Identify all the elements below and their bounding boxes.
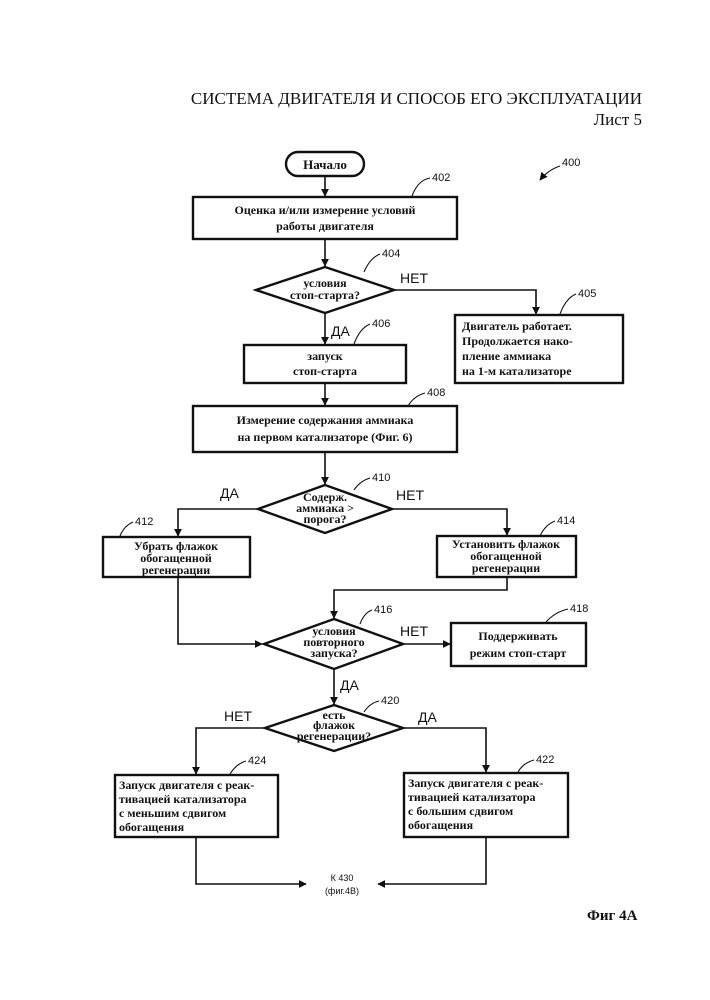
off-page-connector-430: К 430 (фиг.4B) bbox=[325, 873, 359, 896]
svg-text:Поддерживать: Поддерживать bbox=[478, 629, 558, 643]
ref-405: 405 bbox=[578, 288, 596, 300]
ref-416: 416 bbox=[374, 604, 392, 616]
leader-404 bbox=[364, 254, 380, 272]
leader-410 bbox=[354, 478, 370, 490]
svg-text:регенерации: регенерации bbox=[472, 561, 540, 575]
svg-text:Запуск двигателя с реак-: Запуск двигателя с реак- bbox=[119, 778, 254, 792]
arrow-424-430 bbox=[196, 837, 306, 884]
decision-404-stop-start: условия стоп-старта? bbox=[256, 267, 394, 313]
step-405-engine-running: Двигатель работает. Продолжается нако- п… bbox=[455, 315, 623, 383]
svg-text:Двигатель работает.: Двигатель работает. bbox=[462, 319, 572, 333]
arrow-414-416 bbox=[334, 577, 507, 618]
svg-text:работы двигателя: работы двигателя bbox=[276, 219, 374, 233]
leader-416 bbox=[360, 610, 372, 624]
arrow-420-424 bbox=[196, 728, 265, 774]
svg-text:тивацией катализатора: тивацией катализатора bbox=[408, 790, 536, 804]
label-416-yes: ДА bbox=[340, 677, 359, 693]
svg-text:запуск: запуск bbox=[307, 349, 343, 363]
svg-text:Запуск двигателя с реак-: Запуск двигателя с реак- bbox=[408, 776, 543, 790]
svg-text:(фиг.4B): (фиг.4B) bbox=[325, 886, 359, 896]
svg-text:Оценка и/или измерение условий: Оценка и/или измерение условий bbox=[235, 203, 416, 217]
figure-ref-arrow bbox=[540, 166, 560, 180]
svg-text:регенерации: регенерации bbox=[142, 563, 210, 577]
start-terminal: Начало bbox=[286, 152, 364, 176]
svg-text:режим стоп-старт: режим стоп-старт bbox=[470, 646, 567, 660]
step-412-clear-flag: Убрать флажок обогащенной регенерации bbox=[103, 537, 250, 577]
ref-410: 410 bbox=[372, 472, 390, 484]
svg-text:обогащения: обогащения bbox=[408, 818, 474, 832]
svg-text:на 1-м катализаторе: на 1-м катализаторе bbox=[462, 364, 572, 378]
step-418-keep-stop-start: Поддерживать режим стоп-старт bbox=[451, 623, 586, 666]
leader-414 bbox=[540, 521, 555, 536]
label-420-no: НЕТ bbox=[224, 708, 252, 724]
label-420-yes: ДА bbox=[418, 709, 437, 725]
svg-text:пление аммиака: пление аммиака bbox=[462, 349, 551, 363]
step-408-measure-ammonia: Измерение содержания аммиака на первом к… bbox=[193, 406, 457, 452]
svg-text:с меньшим сдвигом: с меньшим сдвигом bbox=[119, 806, 226, 820]
step-424-start-smaller-shift: Запуск двигателя с реак- тивацией катали… bbox=[115, 775, 278, 837]
ref-406: 406 bbox=[372, 318, 390, 330]
leader-408 bbox=[408, 393, 425, 406]
svg-text:регенерации?: регенерации? bbox=[297, 729, 371, 743]
svg-text:на первом катализаторе (Фиг. 6: на первом катализаторе (Фиг. 6) bbox=[238, 430, 413, 444]
leader-422 bbox=[518, 760, 534, 772]
ref-420: 420 bbox=[381, 695, 399, 707]
arrow-420-422 bbox=[403, 728, 486, 772]
arrow-422-430 bbox=[378, 837, 486, 884]
label-404-yes: ДА bbox=[331, 323, 350, 339]
step-402-estimate-conditions: Оценка и/или измерение условий работы дв… bbox=[193, 197, 457, 239]
sheet-number: Лист 5 bbox=[594, 110, 642, 129]
decision-410-ammonia-threshold: Содерж. аммиака > порога? bbox=[258, 485, 392, 533]
document-title: СИСТЕМА ДВИГАТЕЛЯ И СПОСОБ ЕГО ЭКСПЛУАТА… bbox=[191, 89, 642, 108]
svg-text:с большим сдвигом: с большим сдвигом bbox=[408, 804, 513, 818]
ref-418: 418 bbox=[570, 603, 588, 615]
svg-text:порога?: порога? bbox=[303, 512, 346, 526]
ref-402: 402 bbox=[432, 172, 450, 184]
leader-420 bbox=[364, 701, 379, 712]
svg-text:Измерение содержания аммиака: Измерение содержания аммиака bbox=[237, 413, 414, 427]
svg-text:стоп-старта: стоп-старта bbox=[293, 364, 357, 378]
figure-label: Фиг 4A bbox=[587, 908, 638, 924]
decision-420-regeneration-flag: есть флажок регенерации? bbox=[265, 705, 403, 751]
svg-text:К 430: К 430 bbox=[331, 873, 354, 883]
ref-424: 424 bbox=[248, 755, 266, 767]
label-410-yes: ДА bbox=[220, 485, 239, 501]
arrow-410-412 bbox=[178, 509, 258, 536]
step-422-start-larger-shift: Запуск двигателя с реак- тивацией катали… bbox=[404, 773, 568, 837]
label-410-no: НЕТ bbox=[396, 487, 424, 503]
label-404-no: НЕТ bbox=[400, 270, 428, 286]
svg-text:обогащения: обогащения bbox=[119, 820, 185, 834]
leader-402 bbox=[412, 178, 430, 196]
step-414-set-flag: Установить флажок обогащенной регенераци… bbox=[437, 536, 576, 577]
leader-418 bbox=[546, 609, 568, 622]
arrow-410-414 bbox=[392, 509, 507, 535]
ref-404: 404 bbox=[382, 248, 400, 260]
arrow-404-405 bbox=[394, 290, 536, 314]
leader-405 bbox=[560, 294, 576, 314]
figure-ref-400: 400 bbox=[562, 157, 580, 169]
decision-416-restart: условия повторного запуска? bbox=[264, 619, 403, 669]
ref-412: 412 bbox=[135, 516, 153, 528]
svg-text:Продолжается нако-: Продолжается нако- bbox=[462, 334, 573, 348]
ref-408: 408 bbox=[427, 387, 445, 399]
label-416-no: НЕТ bbox=[400, 623, 428, 639]
leader-412 bbox=[120, 522, 133, 536]
svg-text:запуска?: запуска? bbox=[310, 646, 357, 660]
svg-text:стоп-старта?: стоп-старта? bbox=[290, 288, 360, 302]
leader-424 bbox=[230, 761, 246, 774]
start-label: Начало bbox=[303, 157, 347, 172]
step-406-stop-start-launch: запуск стоп-старта bbox=[244, 345, 406, 383]
leader-406 bbox=[354, 324, 370, 344]
arrow-412-416 bbox=[178, 577, 262, 644]
ref-414: 414 bbox=[557, 515, 575, 527]
ref-422: 422 bbox=[536, 754, 554, 766]
svg-text:тивацией катализатора: тивацией катализатора bbox=[119, 792, 247, 806]
